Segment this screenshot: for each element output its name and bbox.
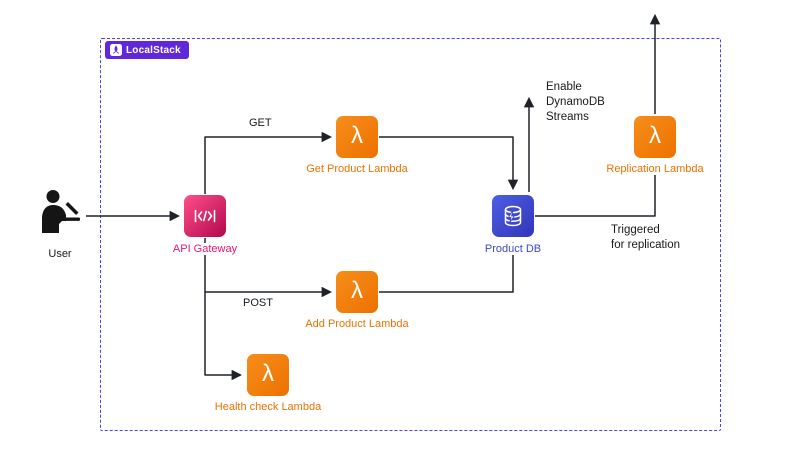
- annotation-triggered-for-replication: Triggered for replication: [611, 224, 681, 252]
- localstack-boundary: [100, 38, 721, 431]
- edge-product-db-to-replication-lambda: [535, 162, 661, 217]
- edge-api-gateway-to-health-check-lambda: [204, 238, 243, 381]
- edge-api-gateway-to-get-product-lambda: [204, 131, 333, 194]
- product-db-label: Product DB: [482, 243, 544, 255]
- lambda-glyph-icon: λ: [649, 122, 661, 149]
- get-product-lambda-label: Get Product Lambda: [304, 163, 410, 175]
- api-gateway-glyph-icon: [194, 209, 216, 223]
- api-gateway-icon: [184, 195, 226, 237]
- api-gateway-label: API Gateway: [170, 243, 240, 255]
- replication-lambda-icon: λ: [634, 116, 676, 158]
- product-db-icon: [492, 195, 534, 237]
- dynamodb-glyph-icon: [504, 205, 522, 227]
- health-check-lambda-label: Health check Lambda: [212, 401, 324, 413]
- lambda-glyph-icon: λ: [262, 360, 274, 387]
- user-icon: [42, 190, 80, 233]
- edge-add-product-lambda-to-product-db: [379, 241, 519, 293]
- lambda-glyph-icon: λ: [351, 277, 363, 304]
- edge-get-product-lambda-to-product-db: [379, 136, 519, 191]
- edge-label-post: POST: [241, 297, 275, 309]
- edge-label-get: GET: [247, 117, 274, 129]
- lambda-glyph-icon: λ: [351, 122, 363, 149]
- localstack-badge: LocalStack: [105, 41, 189, 59]
- replication-lambda-label: Replication Lambda: [604, 163, 706, 175]
- user-label: User: [46, 248, 74, 260]
- get-product-lambda-icon: λ: [336, 116, 378, 158]
- add-product-lambda-label: Add Product Lambda: [303, 318, 411, 330]
- localstack-logo-icon: [110, 44, 122, 56]
- health-check-lambda-icon: λ: [247, 354, 289, 396]
- add-product-lambda-icon: λ: [336, 271, 378, 313]
- localstack-badge-label: LocalStack: [126, 44, 181, 56]
- annotation-enable-dynamodb-streams: Enable DynamoDB Streams: [546, 81, 605, 124]
